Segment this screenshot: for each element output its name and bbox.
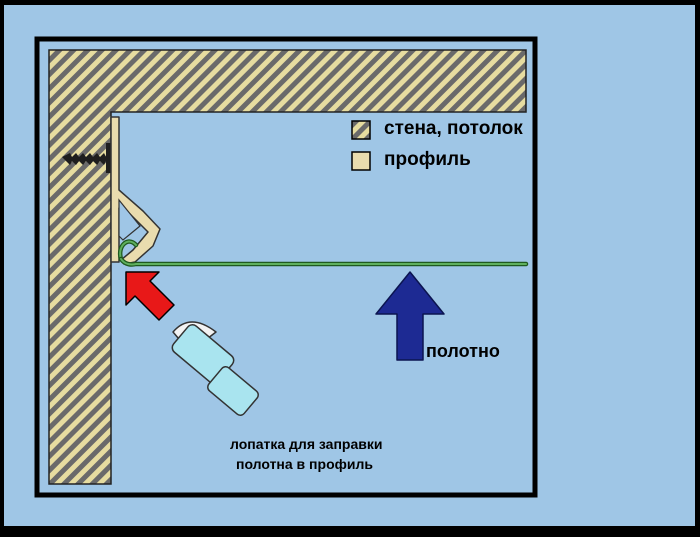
canvas-film [117, 239, 529, 267]
canvas-label: полотно [426, 341, 500, 361]
legend-label-wall-ceiling: стена, потолок [384, 118, 523, 139]
spatula-icon [171, 321, 259, 416]
red-arrow-icon [125, 271, 175, 321]
legend-swatch-wall [351, 120, 371, 140]
wall-ceiling [48, 49, 527, 485]
legend-label-profile: профиль [384, 149, 471, 170]
legend-swatch-profile [351, 151, 371, 171]
arrow-up-icon [375, 271, 445, 361]
spatula-label-line1: лопатка для заправки [230, 436, 383, 452]
spatula-label-line2: полотна в профиль [236, 456, 373, 472]
diagram-box [34, 36, 538, 498]
